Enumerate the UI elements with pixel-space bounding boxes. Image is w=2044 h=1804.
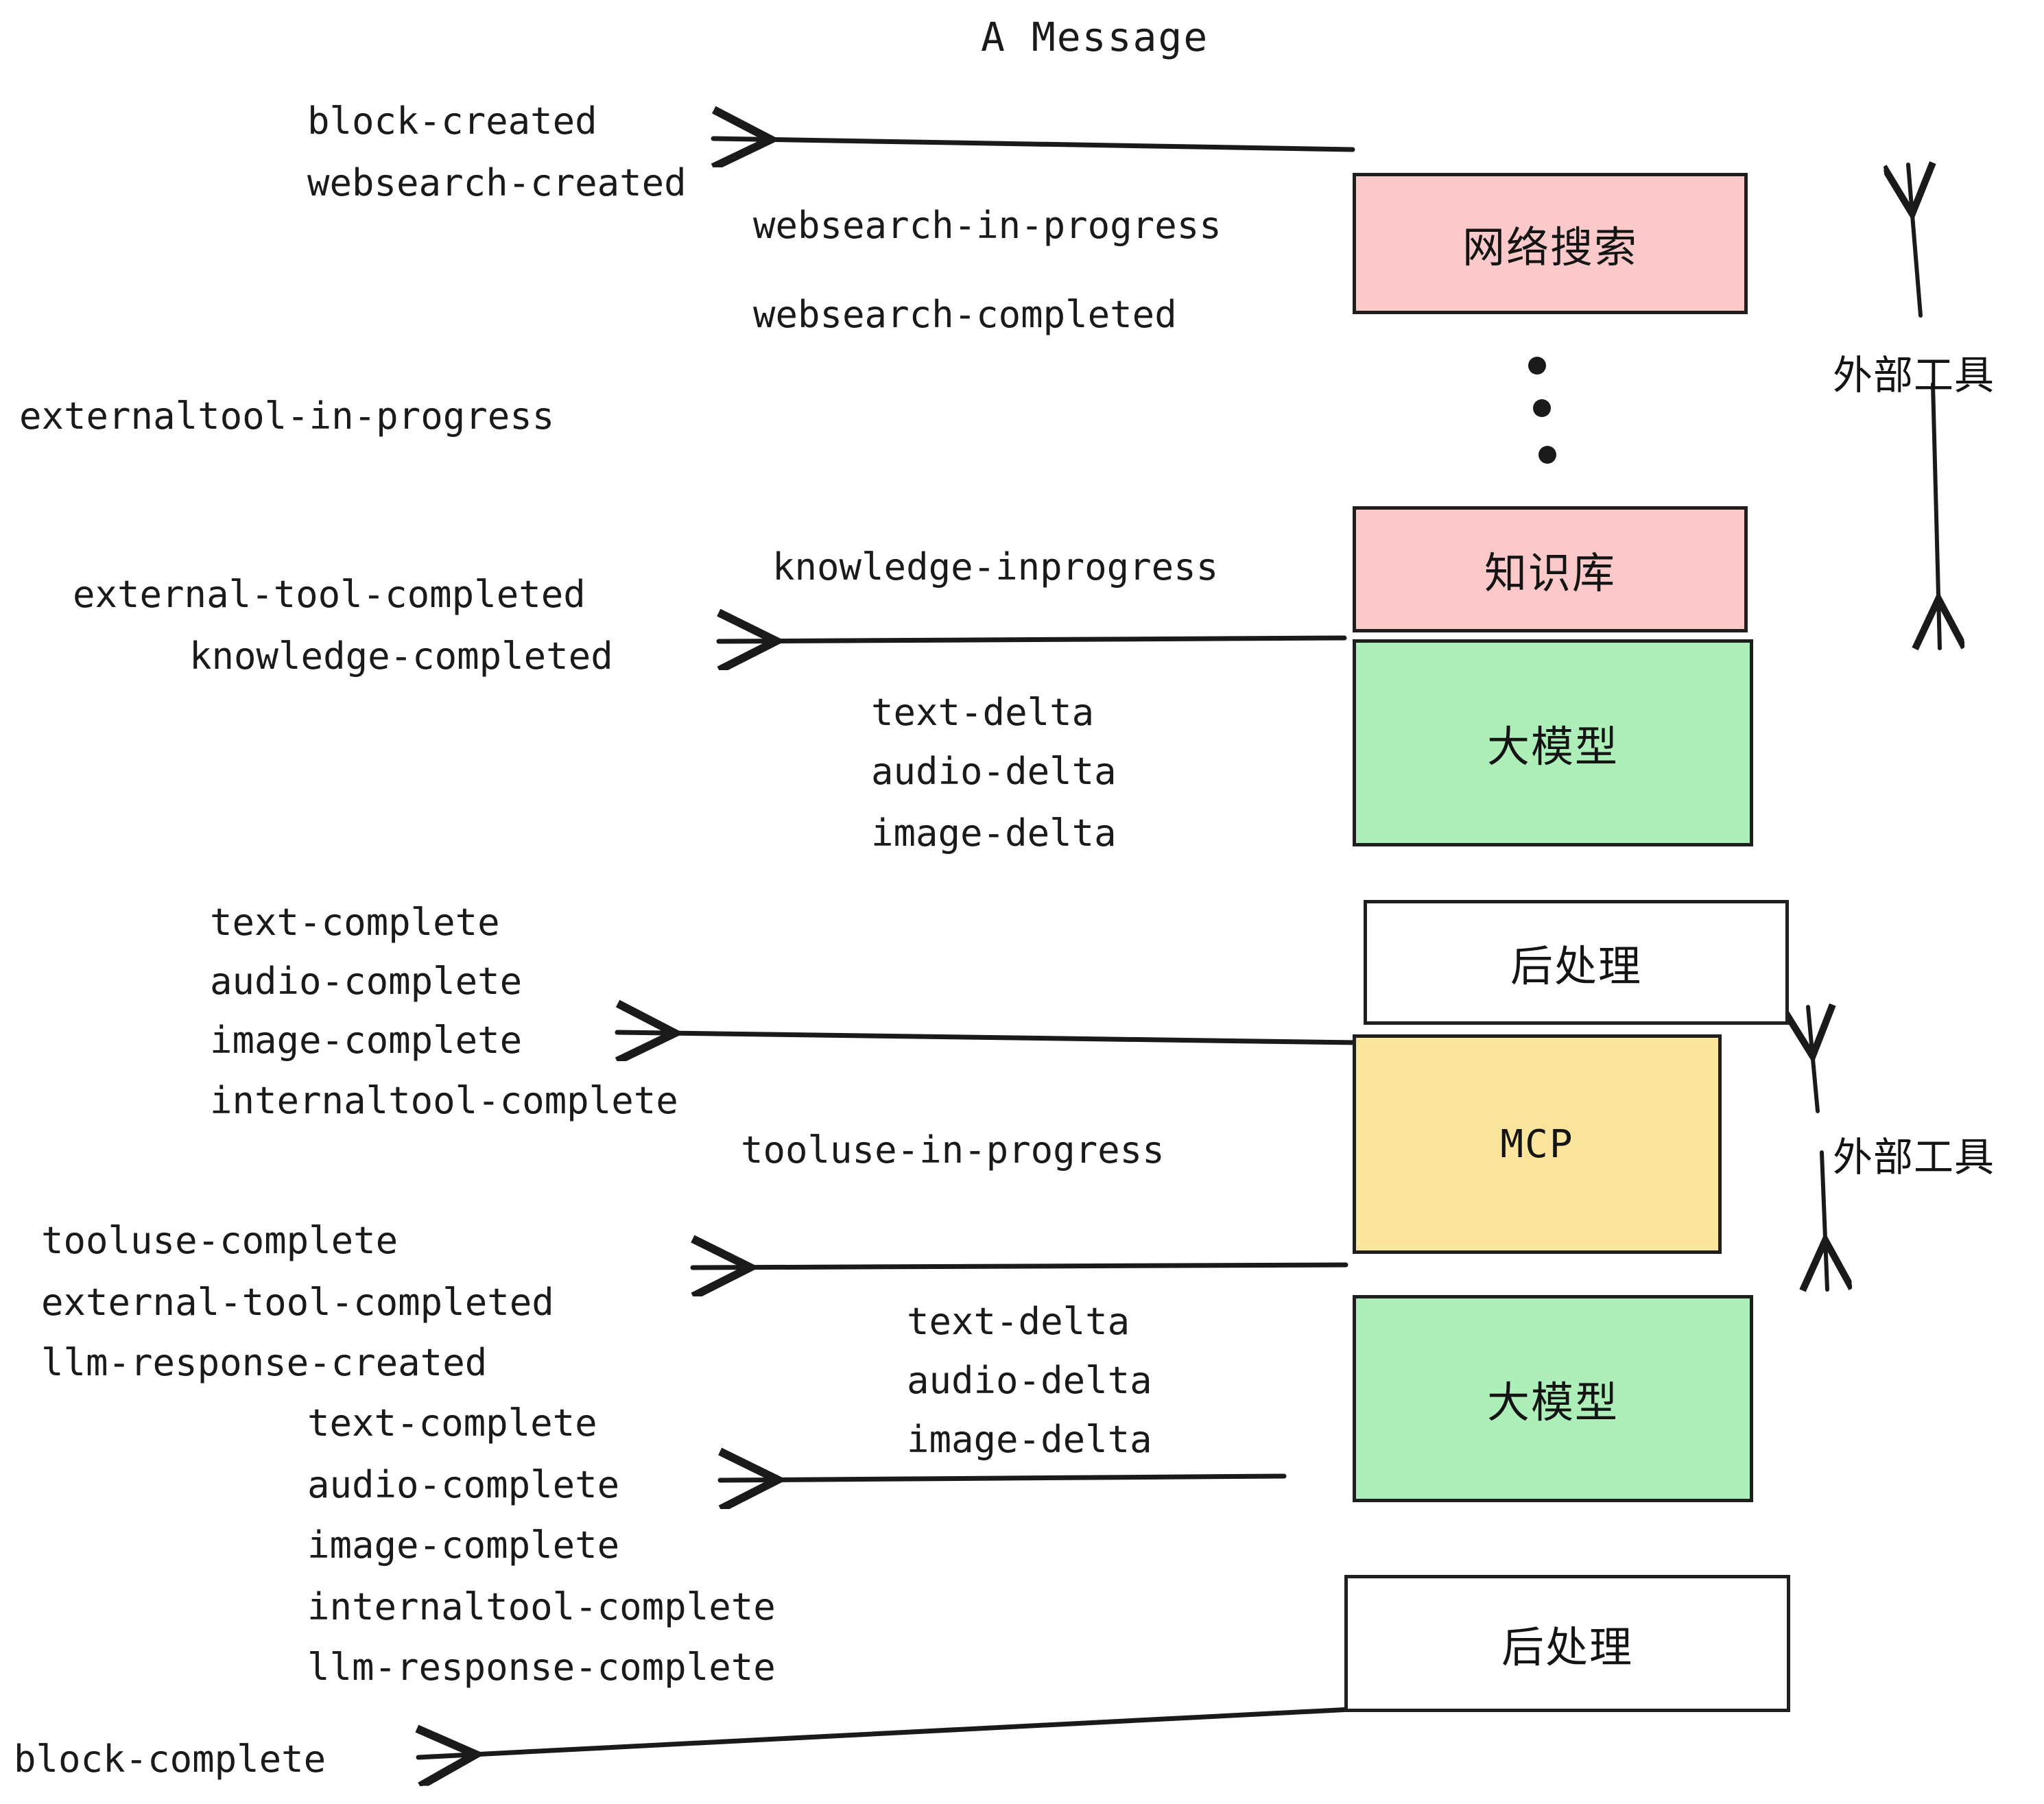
- event-label: audio-complete: [210, 960, 523, 1003]
- arrow-ext_tool_mcp_down: [1822, 1150, 1827, 1290]
- arrow-ext_tool_top_down: [1933, 382, 1940, 648]
- component-box-6: 后处理: [1344, 1575, 1790, 1712]
- event-label: audio-complete: [307, 1463, 620, 1506]
- arrow-audio_complete: [717, 1476, 1287, 1480]
- event-label: block-complete: [14, 1737, 326, 1781]
- ellipsis-dot-0: [1528, 357, 1546, 375]
- event-label: websearch-created: [307, 161, 687, 204]
- event-label: websearch-in-progress: [753, 204, 1222, 247]
- component-box-2: 大模型: [1353, 639, 1753, 846]
- arrow-block_created: [711, 139, 1355, 150]
- event-label: text-delta: [871, 691, 1095, 734]
- arrow-block_complete: [418, 1707, 1354, 1757]
- event-label: knowledge-completed: [189, 634, 613, 678]
- event-label: websearch-completed: [753, 293, 1177, 336]
- event-label: image-delta: [907, 1418, 1152, 1461]
- event-label: internaltool-complete: [210, 1079, 678, 1122]
- component-box-label: 后处理: [1510, 941, 1642, 991]
- component-box-label: 知识库: [1484, 548, 1616, 598]
- arrow-knowledge_completed: [716, 638, 1347, 641]
- event-label: internaltool-complete: [307, 1585, 776, 1628]
- component-box-1: 知识库: [1353, 506, 1748, 632]
- component-box-label: 后处理: [1501, 1622, 1633, 1672]
- external-tool-label-1: 外部工具: [1833, 1134, 1995, 1180]
- component-box-label: MCP: [1500, 1121, 1574, 1167]
- arrow-ext_tool_mcp_up: [1808, 1007, 1818, 1113]
- arrow-tooluse_complete: [690, 1265, 1348, 1268]
- event-label: llm-response-complete: [307, 1646, 776, 1689]
- event-label: image-complete: [210, 1019, 523, 1062]
- event-label: externaltool-in-progress: [19, 394, 555, 438]
- event-label: knowledge-inprogress: [772, 545, 1219, 589]
- event-label: audio-delta: [871, 750, 1117, 793]
- event-label: external-tool-completed: [41, 1281, 554, 1324]
- event-label: tooluse-complete: [41, 1219, 399, 1262]
- component-box-label: 网络搜索: [1462, 222, 1638, 272]
- external-tool-label-0: 外部工具: [1833, 352, 1995, 399]
- component-box-0: 网络搜索: [1353, 173, 1748, 314]
- event-label: external-tool-completed: [73, 573, 586, 616]
- arrow-image_complete: [615, 1032, 1361, 1043]
- component-box-4: MCP: [1353, 1034, 1722, 1254]
- event-label: tooluse-in-progress: [741, 1128, 1165, 1172]
- component-box-label: 大模型: [1486, 722, 1619, 772]
- event-label: block-created: [307, 99, 597, 143]
- ellipsis-dot-1: [1533, 399, 1551, 417]
- event-label: text-complete: [210, 901, 500, 944]
- component-box-3: 后处理: [1364, 900, 1789, 1025]
- event-label: llm-response-created: [41, 1341, 488, 1384]
- component-box-label: 大模型: [1486, 1377, 1619, 1427]
- page-title: A Message: [981, 14, 1209, 60]
- arrow-ext_tool_top_up: [1908, 165, 1921, 318]
- event-label: image-complete: [307, 1523, 620, 1567]
- event-label: audio-delta: [907, 1359, 1152, 1402]
- ellipsis-dot-2: [1538, 446, 1556, 464]
- event-label: image-delta: [871, 811, 1117, 855]
- event-label: text-complete: [307, 1401, 597, 1445]
- event-label: text-delta: [907, 1300, 1130, 1343]
- component-box-5: 大模型: [1353, 1295, 1753, 1502]
